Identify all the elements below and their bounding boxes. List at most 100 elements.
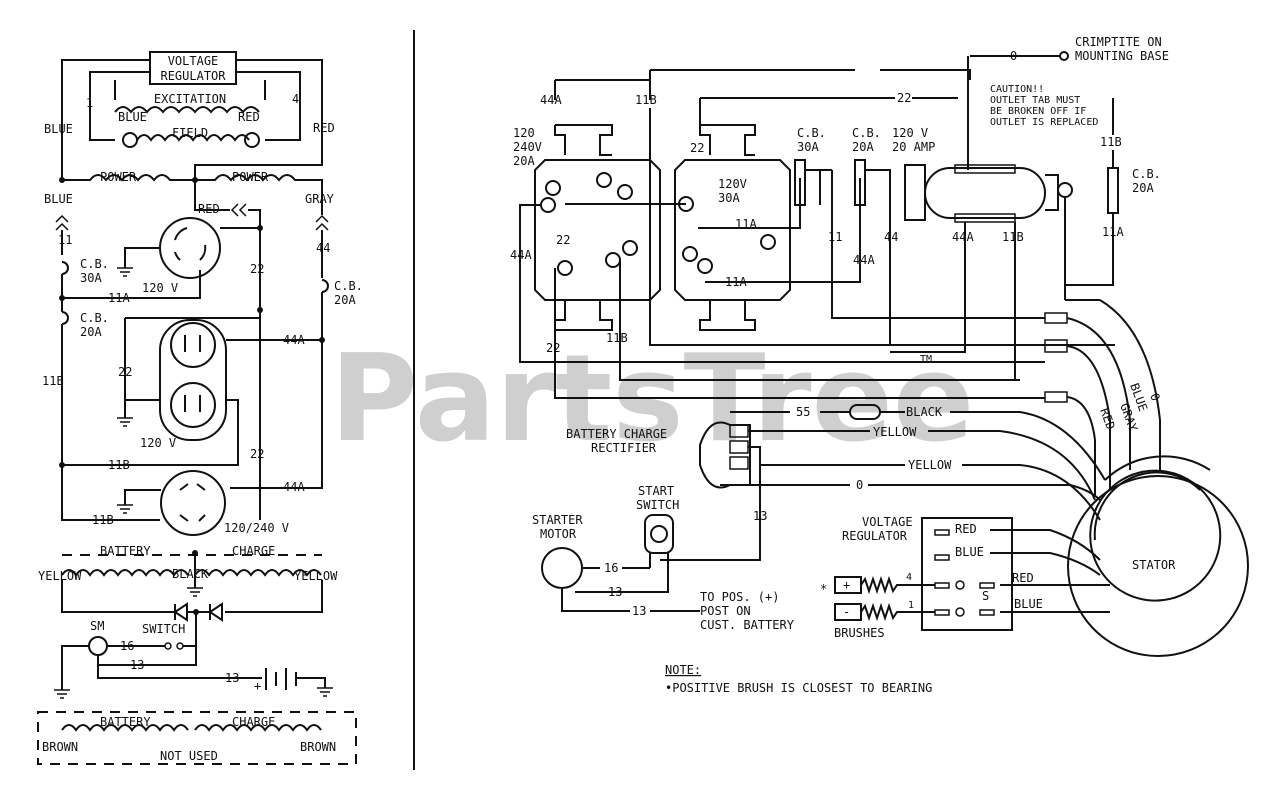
battery-plus: + (254, 679, 261, 693)
cb-30a-label: C.B. (797, 126, 826, 140)
wire-11b-outlet: 11B (1002, 230, 1024, 244)
voltage-regulator-label-2: REGULATOR (160, 69, 226, 83)
start-switch-label-2: SWITCH (636, 498, 679, 512)
wire-blue-2: BLUE (44, 192, 73, 206)
wire-22-c: 22 (250, 447, 264, 461)
wire-brown-right: BROWN (300, 740, 336, 754)
rectifier-label: BATTERY CHARGE (566, 427, 667, 441)
left-schematic: VOLTAGE REGULATOR 1 4 EXCITATION BLUE RE… (37, 51, 363, 765)
cb-20a-right-value: 20A (1132, 181, 1154, 195)
receptacle-1-label: 120 (513, 126, 535, 140)
caution-line-3: BE BROKEN OFF IF (990, 106, 1086, 117)
vr-red: RED (955, 522, 977, 536)
charge-winding: CHARGE (232, 544, 275, 558)
stator-label: STATOR (1132, 558, 1176, 572)
wire-44-mid: 44 (884, 230, 898, 244)
wire-44a-top: 44A (540, 93, 562, 107)
brushes-label: BRUSHES (834, 626, 885, 640)
wire-44: 44 (316, 241, 330, 255)
duplex-120v-label: 120 V (140, 436, 176, 450)
vr-blue: BLUE (955, 545, 984, 559)
wire-11b-c: 11B (92, 513, 114, 527)
cb-20a-right-label: C.B. (1132, 167, 1161, 181)
wire-44a-a: 44A (283, 333, 305, 347)
cb-20a-right (1107, 167, 1119, 214)
wire-13-a: 13 (753, 509, 767, 523)
wire-11b-bot: 11B (606, 331, 628, 345)
field-brush-positive (244, 132, 260, 148)
cb-20a-label: C.B. (80, 311, 109, 325)
cb-20a-right-value: 20A (334, 293, 356, 307)
voltage-regulator (921, 517, 1013, 631)
starter-motor-sm (88, 636, 108, 656)
wire-yellow-right: YELLOW (294, 569, 338, 583)
wire-22-top: 22 (897, 91, 911, 105)
wire-44a-mid2: 44A (853, 253, 875, 267)
wire-red-2: RED (198, 202, 220, 216)
cb-30a-value: 30A (80, 271, 102, 285)
wire-blue-label: BLUE (44, 122, 73, 136)
note-title: NOTE: (665, 663, 701, 677)
brush-plus: + (843, 578, 850, 592)
cb-20a-right-label: C.B. (334, 279, 363, 293)
watermark-tm: TM (920, 354, 932, 365)
wire-gray: GRAY (305, 192, 335, 206)
wire-yellow-left: YELLOW (38, 569, 82, 583)
receptacle-2-amps: 30A (718, 191, 740, 205)
crimptite-label: CRIMPTITE ON (1075, 35, 1162, 49)
wire-11a: 11A (108, 291, 130, 305)
wire-13-b: 13 (608, 585, 622, 599)
vr-blue-2: BLUE (1014, 597, 1043, 611)
start-switch (644, 514, 674, 554)
starter-motor-label: STARTER (532, 513, 583, 527)
to-pos-label: TO POS. (+) (700, 590, 779, 604)
wire-0-top: 0 (1010, 49, 1017, 63)
wire-11a-mid: 11A (735, 217, 757, 231)
caution-line-2: OUTLET TAB MUST (990, 95, 1080, 106)
start-switch-label: START (638, 484, 674, 498)
cb-20a-value: 20A (80, 325, 102, 339)
vreg-label: VOLTAGE (862, 515, 913, 529)
wire-22-r2: 22 (690, 141, 704, 155)
wire-11: 11 (58, 233, 72, 247)
wire-yellow-2: YELLOW (908, 458, 952, 472)
power-winding-1: POWER (100, 170, 137, 184)
starter-motor-label-2: MOTOR (540, 527, 577, 541)
not-used-label: NOT USED (160, 749, 218, 763)
wire-red-label: RED (313, 121, 335, 135)
wire-16: 16 (120, 639, 134, 653)
wire-44a-outlet: 44A (952, 230, 974, 244)
wire-black: BLACK (906, 405, 943, 419)
receptacle-120v-30a (159, 217, 221, 279)
to-pos-label-2: POST ON (700, 604, 751, 618)
receptacle-120v-label: 120 V (142, 281, 178, 295)
harness-0: 0 (1147, 391, 1163, 403)
field-brush-negative (122, 132, 138, 148)
vreg-label-2: REGULATOR (842, 529, 908, 543)
receptacle-120-240v (160, 470, 226, 536)
watermark: PartsTree (330, 330, 974, 469)
wire-11-mid: 11 (828, 230, 842, 244)
wire-13-b: 13 (225, 671, 239, 685)
charge-winding-2: CHARGE (232, 715, 275, 729)
caution-label: CAUTION!! (990, 84, 1044, 95)
wire-55: 55 (796, 405, 810, 419)
excitation-label: EXCITATION (154, 92, 226, 106)
wire-16: 16 (604, 561, 618, 575)
receptacle-1-voltage: 240V (513, 140, 542, 154)
cb-30a-value: 30A (797, 140, 819, 154)
stator (1067, 475, 1249, 657)
wire-44a-b: 44A (283, 480, 305, 494)
cb-20a-value: 20A (852, 140, 874, 154)
brush-terminal-4: 4 (906, 572, 912, 583)
wire-13-c: 13 (632, 604, 646, 618)
wire-11b-a: 11B (42, 374, 64, 388)
cb-30a (794, 159, 806, 206)
field-label: FIELD (172, 126, 208, 140)
cb-20a (854, 159, 866, 206)
wire-22-bot: 22 (546, 341, 560, 355)
outlet-20amp-label: 20 AMP (892, 140, 935, 154)
vr-red-2: RED (1012, 571, 1034, 585)
outlet-120v-label: 120 V (892, 126, 928, 140)
rectifier-label-2: RECTIFIER (591, 441, 657, 455)
